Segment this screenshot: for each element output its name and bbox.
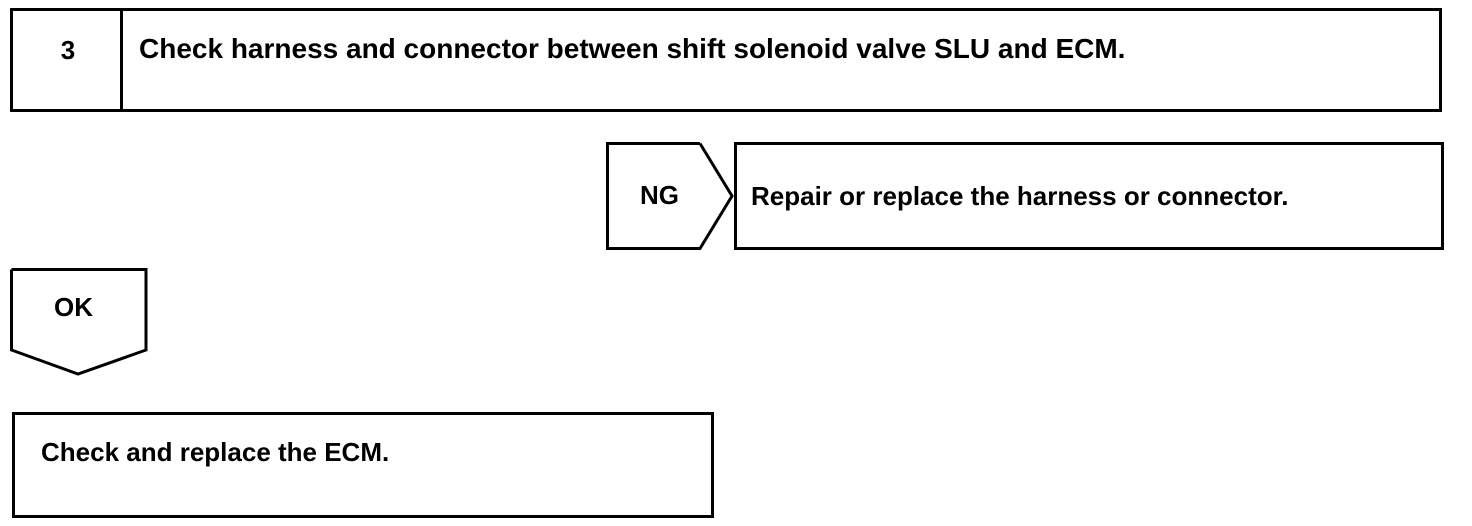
ok-action-text: Check and replace the ECM.	[41, 437, 390, 467]
step-title: Check harness and connector between shif…	[139, 33, 1126, 64]
ng-action-text: Repair or replace the harness or connect…	[751, 181, 1289, 211]
ng-action-box: Repair or replace the harness or connect…	[734, 142, 1444, 250]
ok-action-box: Check and replace the ECM.	[12, 412, 714, 518]
ok-arrow-shape	[10, 268, 148, 376]
ng-label: NG	[640, 180, 679, 210]
ng-arrow-shape	[606, 142, 734, 250]
step-box: 3 Check harness and connector between sh…	[10, 8, 1442, 112]
ok-label: OK	[54, 292, 93, 322]
step-number: 3	[60, 35, 76, 65]
step-number-cell	[13, 11, 123, 109]
